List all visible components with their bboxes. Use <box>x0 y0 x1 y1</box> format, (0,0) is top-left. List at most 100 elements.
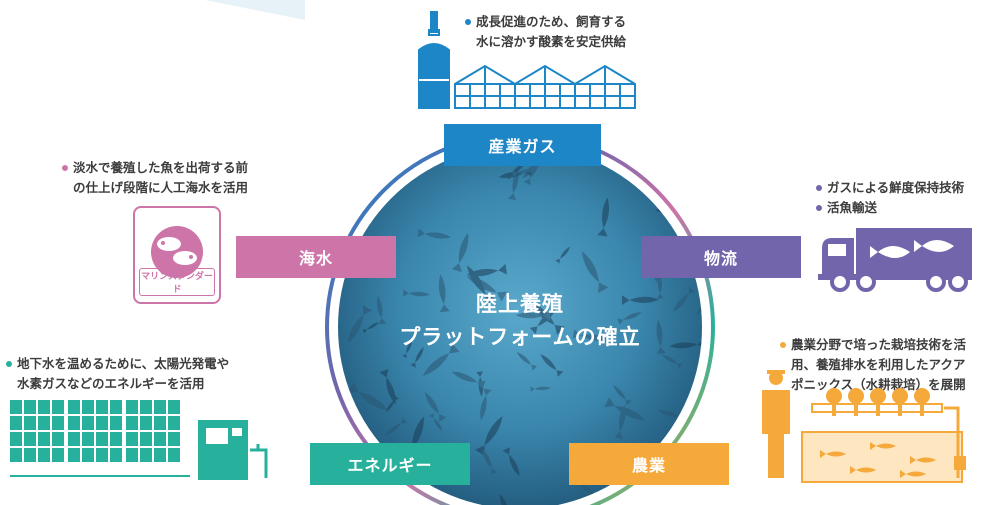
fish-shape <box>482 448 498 476</box>
sector-logistics-label: 物流 <box>703 249 738 268</box>
center-title-line1: 陸上養殖 <box>476 292 564 316</box>
solar-cell <box>154 432 166 446</box>
solar-cell <box>82 416 94 430</box>
solar-cell <box>168 416 180 430</box>
solar-cell <box>140 400 152 414</box>
fish-shape <box>480 388 492 421</box>
fish-shape <box>657 409 686 423</box>
solar-cell <box>126 416 138 430</box>
solar-cell <box>82 448 94 462</box>
bullet-dot <box>465 18 471 25</box>
plant-stem <box>876 402 880 416</box>
fish-shape <box>347 382 389 411</box>
plant-leaf <box>826 388 842 404</box>
tank-fish <box>910 456 936 464</box>
solar-cell <box>168 448 180 462</box>
note-line: 成長促進のため、飼育する <box>476 14 627 29</box>
fish-shape <box>656 274 664 299</box>
plant-stem <box>832 402 836 416</box>
solar-cell <box>96 416 108 430</box>
fish-shape <box>438 274 450 313</box>
fish-shape <box>429 413 443 432</box>
solar-cell <box>68 432 80 446</box>
solar-cell <box>126 432 138 446</box>
solar-cell <box>140 416 152 430</box>
solar-cell <box>68 448 80 462</box>
fish-shape <box>656 319 666 355</box>
solar-cell <box>126 448 138 462</box>
fish-shape <box>617 312 642 325</box>
solar-cell <box>154 400 166 414</box>
tank-fish <box>900 470 926 478</box>
solar-cell <box>24 416 36 430</box>
solar-cell <box>126 400 138 414</box>
solar-cell <box>10 448 22 462</box>
fish-shape <box>451 371 486 390</box>
solar-cell <box>168 400 180 414</box>
fish-shape <box>403 289 431 297</box>
fish-shape <box>515 311 551 321</box>
bullet-dot <box>816 204 822 211</box>
sector-industrial-gas: 産業ガス <box>444 124 601 166</box>
fish-illustration-icon <box>151 226 203 278</box>
center-title-line2: プラットフォームの確立 <box>399 325 641 349</box>
fish-shape <box>669 339 702 349</box>
solar-cell <box>140 448 152 462</box>
solar-cell <box>38 400 50 414</box>
note-line: 地下水を温めるために、太陽光発電や <box>17 356 230 371</box>
solar-cell <box>38 432 50 446</box>
solar-cell <box>154 448 166 462</box>
solar-cell <box>24 448 36 462</box>
fish-shape <box>385 395 399 413</box>
fish-shape <box>410 346 424 368</box>
note-line: 淡水で養殖した魚を出荷する前 <box>73 160 249 175</box>
solar-cell <box>38 416 50 430</box>
salt-bag-brand: マリンスタンダード <box>139 268 215 296</box>
bullet-dot <box>816 184 822 191</box>
tank-fish <box>850 466 876 474</box>
solar-cell <box>68 400 80 414</box>
note-line: ガスによる鮮度保持技術 <box>827 180 965 195</box>
plant-leaf <box>848 388 864 404</box>
sector-energy-label: エネルギー <box>347 456 433 475</box>
note-logistics: ガスによる鮮度保持技術 活魚輸送 <box>816 178 964 218</box>
greenhouse-with-oxygen-tank-icon <box>418 11 636 109</box>
solar-cell <box>96 400 108 414</box>
solar-cell <box>110 416 122 430</box>
solar-cell <box>38 448 50 462</box>
fish-shape <box>402 339 413 359</box>
solar-cell <box>110 400 122 414</box>
bullet-dot <box>62 164 68 171</box>
fish-shape <box>540 354 564 377</box>
solar-cell <box>154 416 166 430</box>
fish-shape <box>502 447 520 477</box>
note-industrial-gas: 成長促進のため、飼育する 水に溶かす酸素を安定供給 <box>465 12 626 52</box>
sector-industrial-gas-label: 産業ガス <box>488 137 557 156</box>
solar-cell <box>10 416 22 430</box>
bullet-dot <box>6 360 12 367</box>
solar-cell <box>24 432 36 446</box>
solar-cell <box>96 432 108 446</box>
note-line: 水に溶かす酸素を安定供給 <box>476 34 627 49</box>
note-line: 用、養殖排水を利用したアクア <box>791 357 966 372</box>
plant-leaf <box>892 388 908 404</box>
solar-cell <box>10 400 22 414</box>
sector-energy: エネルギー <box>310 443 470 485</box>
plant-stem <box>898 402 902 416</box>
fish-shape <box>572 329 608 341</box>
fish-shape <box>379 369 396 405</box>
solar-cell <box>52 400 64 414</box>
note-energy: 地下水を温めるために、太陽光発電や 水素ガスなどのエネルギーを活用 <box>6 354 229 394</box>
plant-stem <box>854 402 858 416</box>
fish-shape <box>516 351 538 371</box>
fish-shape <box>661 354 683 369</box>
solar-cell <box>140 432 152 446</box>
solar-cell <box>24 400 36 414</box>
fish-shape <box>422 343 460 377</box>
tank-fish <box>820 450 846 458</box>
fish-shape <box>475 415 503 456</box>
sector-logistics: 物流 <box>641 236 801 278</box>
fish-shape <box>555 246 571 264</box>
solar-cell <box>110 448 122 462</box>
note-seawater: 淡水で養殖した魚を出荷する前 の仕上げ段階に人工海水を活用 <box>62 158 248 198</box>
